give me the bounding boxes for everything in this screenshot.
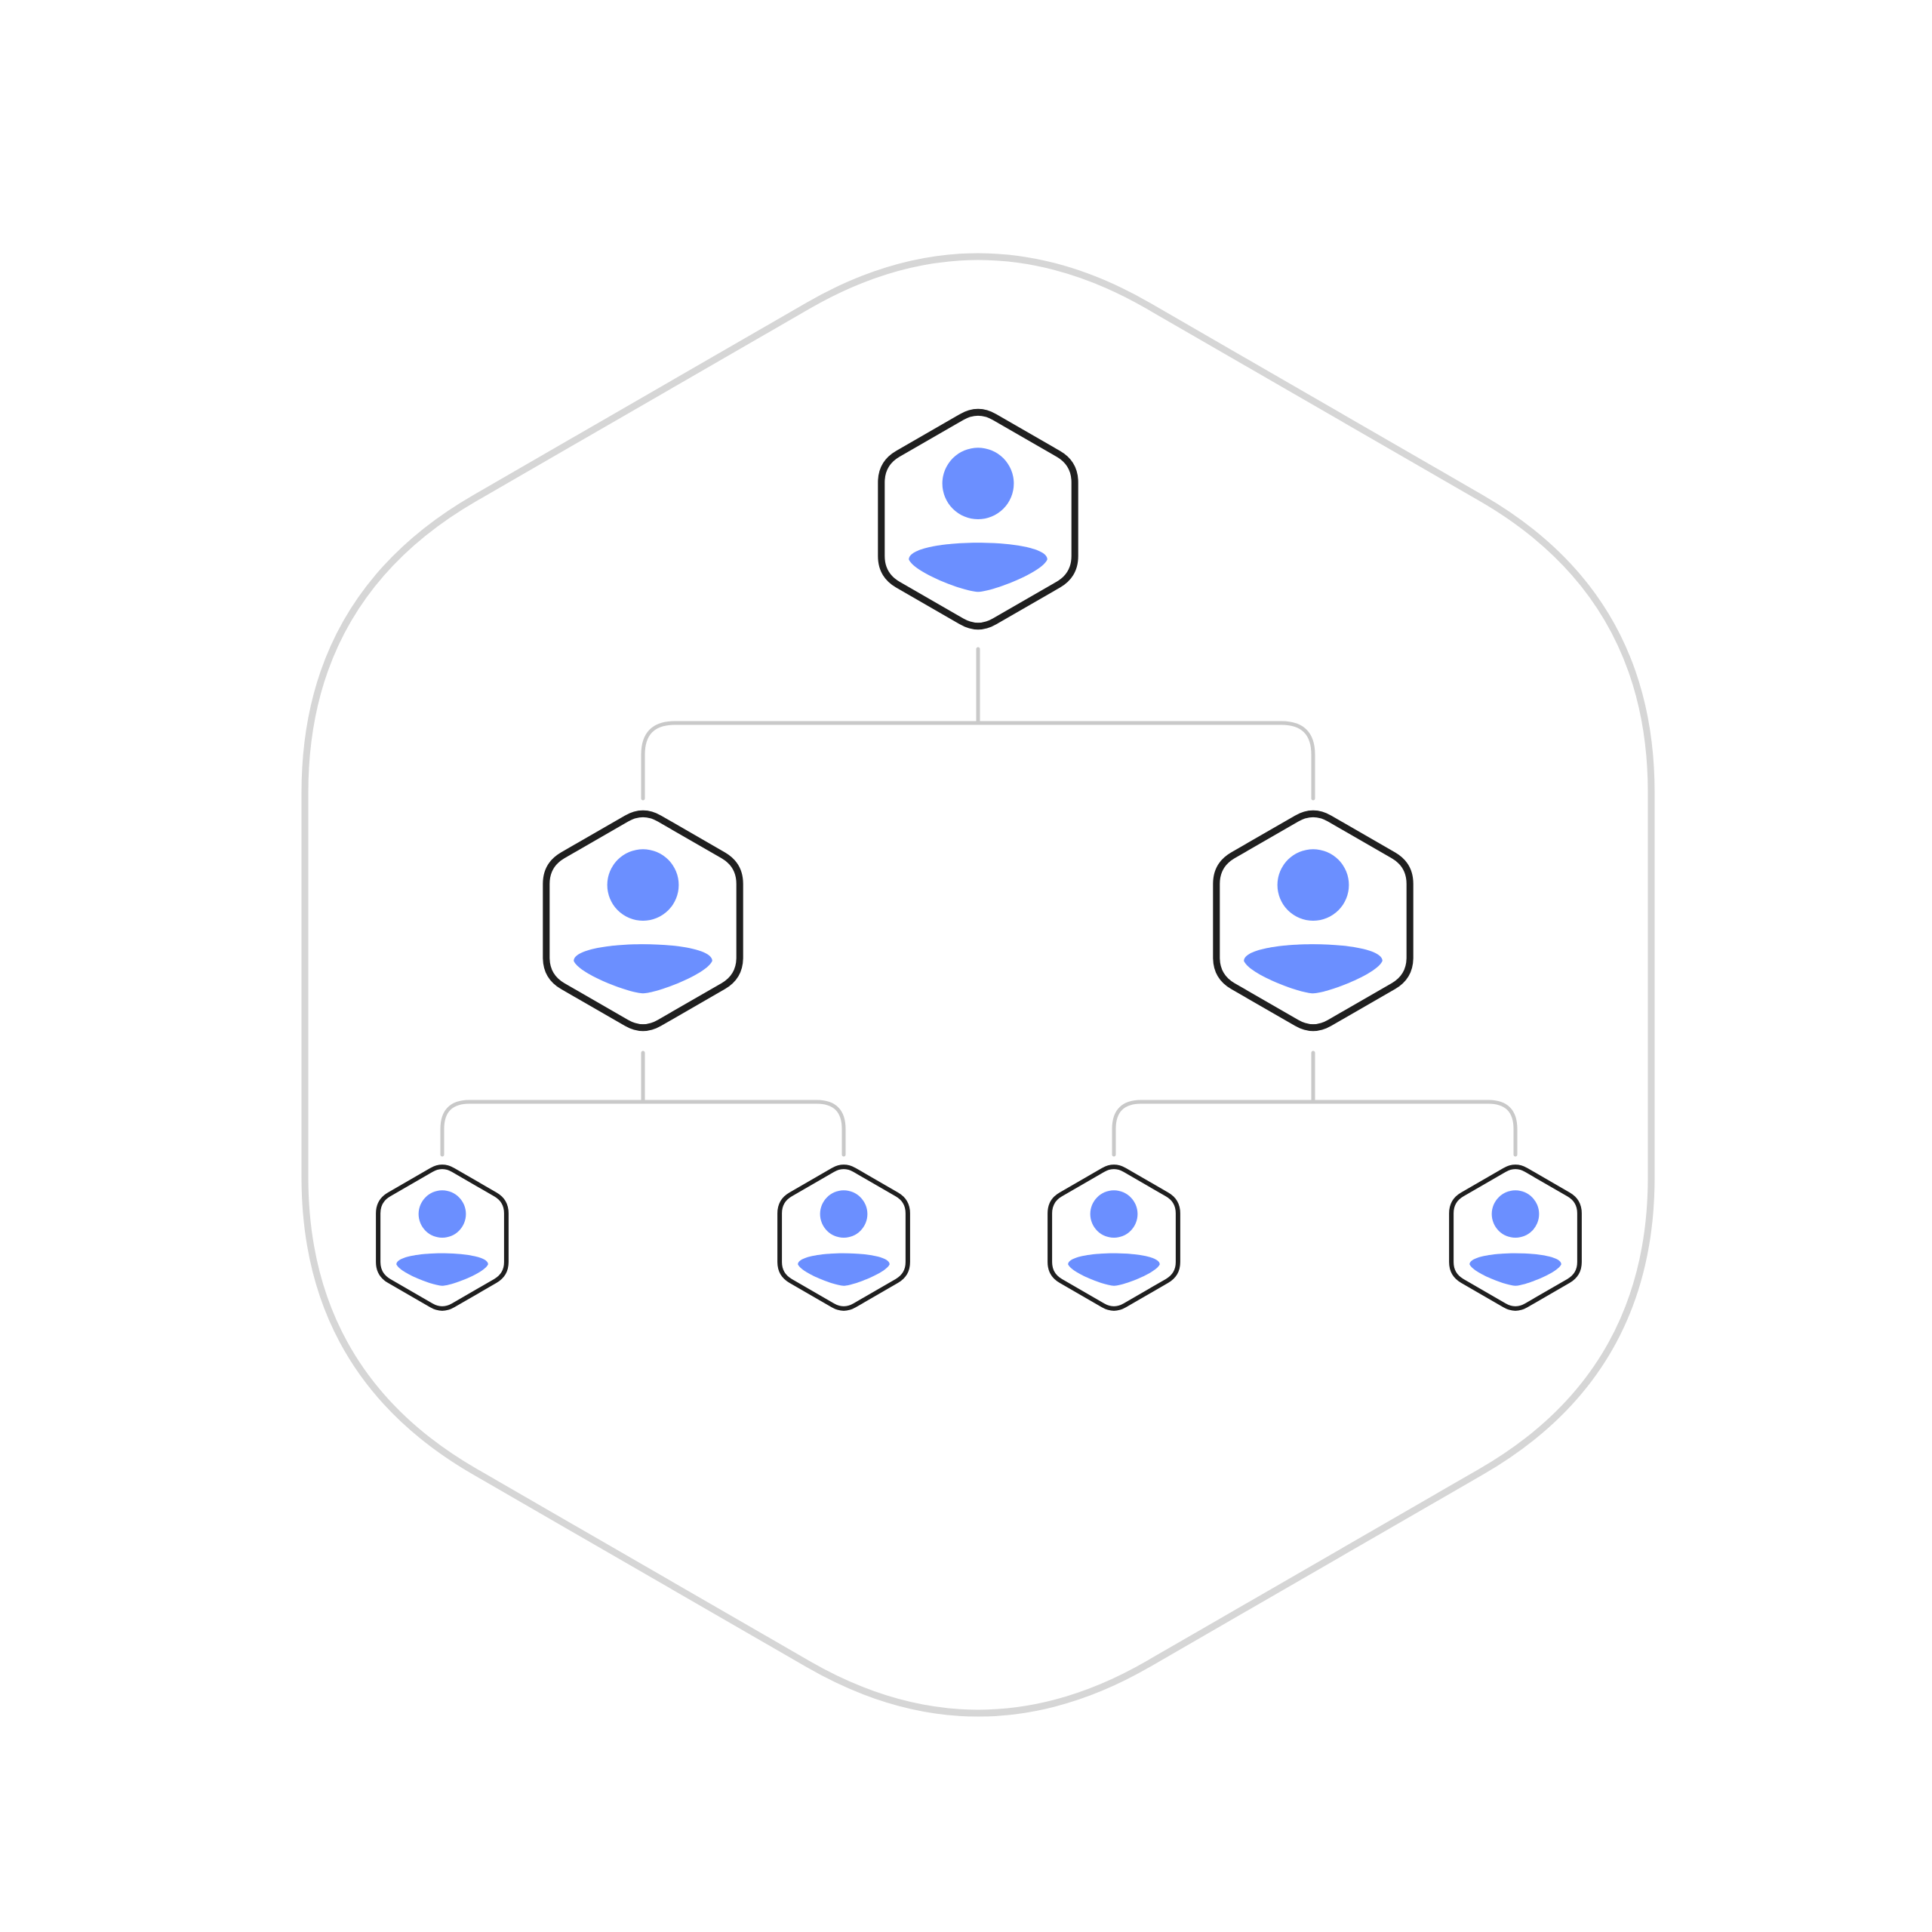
person-head <box>1277 849 1349 921</box>
person-icon <box>798 1190 890 1286</box>
connector-bracket <box>440 1100 846 1157</box>
node-manager-left <box>543 810 743 1032</box>
person-head <box>607 849 679 921</box>
person-body <box>1244 944 1383 994</box>
node-manager-right <box>1213 810 1414 1032</box>
node-member-4 <box>1449 1164 1582 1311</box>
person-icon <box>574 849 712 994</box>
connector-bracket <box>1112 1100 1518 1157</box>
connector-lines <box>440 647 1518 1157</box>
person-body <box>909 543 1048 592</box>
person-head <box>1090 1190 1138 1238</box>
person-icon <box>1068 1190 1160 1286</box>
connector-right-to-team <box>1112 1051 1518 1157</box>
person-head <box>418 1190 466 1238</box>
connector-left-to-team <box>440 1051 846 1157</box>
person-head <box>820 1190 868 1238</box>
node-member-1 <box>376 1164 509 1311</box>
person-head <box>1491 1190 1540 1238</box>
connector-root-to-managers <box>641 647 1315 801</box>
person-body <box>1469 1253 1561 1286</box>
person-icon <box>909 448 1048 592</box>
person-head <box>942 448 1014 519</box>
person-icon <box>1244 849 1383 994</box>
connector-bracket <box>641 721 1315 801</box>
person-body <box>1068 1253 1160 1286</box>
person-body <box>396 1253 488 1286</box>
node-root <box>878 408 1078 630</box>
node-member-2 <box>777 1164 910 1311</box>
outer-hexagon-frame <box>301 253 1655 1717</box>
person-body <box>574 944 712 994</box>
node-member-3 <box>1048 1164 1180 1311</box>
person-icon <box>396 1190 488 1286</box>
person-icon <box>1469 1190 1561 1286</box>
person-body <box>798 1253 890 1286</box>
